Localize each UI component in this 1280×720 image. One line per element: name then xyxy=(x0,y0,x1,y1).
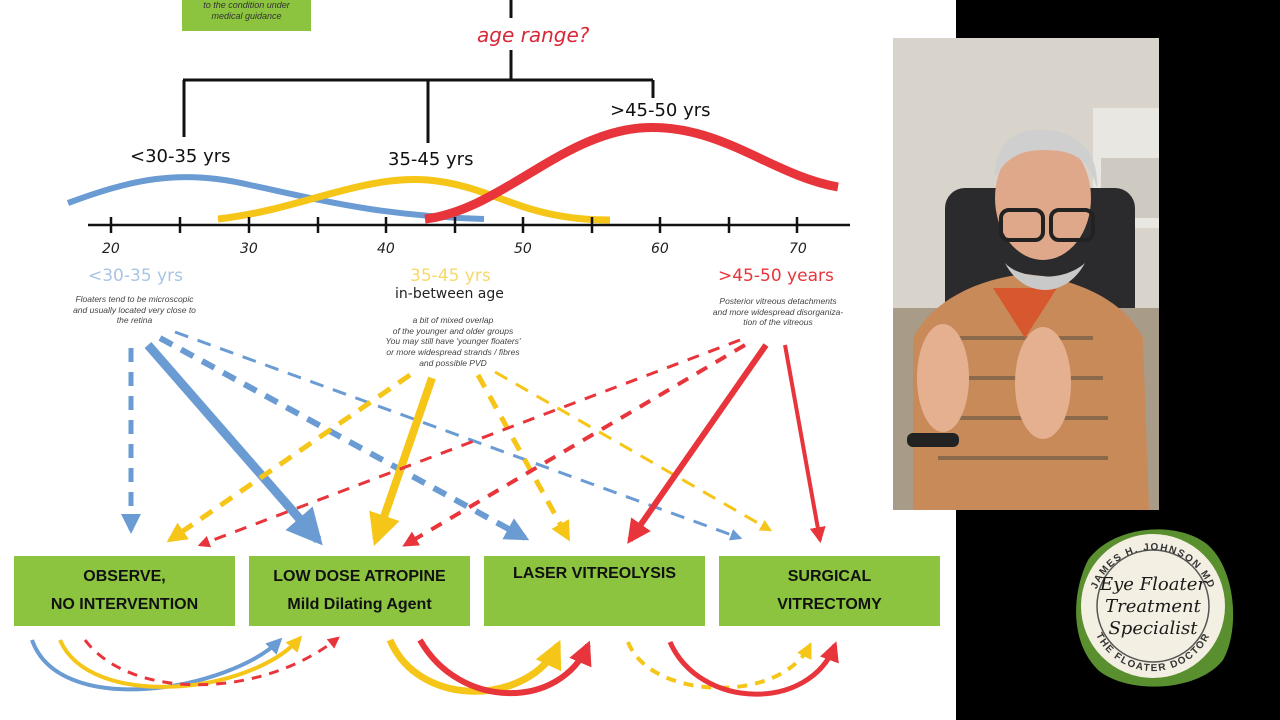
older-note-line-1: Posterior vitreous detachments xyxy=(719,296,837,306)
young-note-line-3: the retina xyxy=(116,315,153,326)
treatment-vitrectomy-line-1: SURGICAL xyxy=(787,568,872,585)
older-note-line-2: and more widespread disorganiza- xyxy=(712,306,844,317)
older-note-line-3: tion of the vitreous xyxy=(743,317,813,328)
middle-curve-label: 35-45 yrs xyxy=(388,149,474,170)
treatment-laser-box: LASER VITREOLYSIS xyxy=(484,556,705,626)
middle-age-curve xyxy=(217,176,611,224)
presenter-webcam xyxy=(893,38,1159,510)
treatment-observe-box: OBSERVE, NO INTERVENTION xyxy=(14,556,235,626)
presenter-video-icon xyxy=(893,38,1159,510)
older-age-curve xyxy=(424,123,839,224)
specialist-badge: JAMES H. JOHNSON MD THE FLOATER DOCTOR E… xyxy=(1068,520,1238,690)
diagram-graphics xyxy=(30,0,850,697)
red-arrows xyxy=(197,338,826,548)
middle-group-subheader: in-between age xyxy=(395,286,504,302)
treatment-vitrectomy-line-2: VITRECTOMY xyxy=(777,596,882,613)
top-note-line-1: to the condition under xyxy=(203,0,290,10)
treatment-atropine-line-1: LOW DOSE ATROPINE xyxy=(273,568,446,585)
middle-group-note: a bit of mixed overlap of the younger an… xyxy=(368,315,538,368)
older-group-header: >45-50 years xyxy=(718,266,834,286)
middle-note-line-4: or more widespread strands / fibres xyxy=(386,346,520,357)
middle-note-line-3: You may still have 'younger floaters' xyxy=(385,336,521,347)
axis-tick-40: 40 xyxy=(377,241,395,257)
middle-note-line-1: a bit of mixed overlap xyxy=(412,315,494,325)
treatment-atropine-box: LOW DOSE ATROPINE Mild Dilating Agent xyxy=(249,556,470,626)
badge-center-line-3: Specialist xyxy=(1108,618,1198,639)
blue-arrows xyxy=(121,330,743,546)
badge-seal-icon: JAMES H. JOHNSON MD THE FLOATER DOCTOR E… xyxy=(1076,529,1234,687)
age-range-question: age range? xyxy=(477,23,590,47)
age-tree-connector xyxy=(182,0,655,143)
middle-note-line-2: of the younger and older groups xyxy=(392,325,514,336)
floater-treatment-diagram: to the condition under medical guidance … xyxy=(0,0,956,720)
age-axis xyxy=(88,217,850,233)
treatment-atropine-line-2: Mild Dilating Agent xyxy=(287,596,432,613)
badge-center-line-2: Treatment xyxy=(1105,596,1202,617)
axis-tick-70: 70 xyxy=(789,241,807,257)
young-curve-label: <30-35 yrs xyxy=(130,146,231,167)
axis-tick-60: 60 xyxy=(651,241,669,257)
young-group-header: <30-35 yrs xyxy=(88,266,183,286)
treatment-observe-line-2: NO INTERVENTION xyxy=(50,596,199,613)
young-note-line-2: and usually located very close to xyxy=(73,304,196,315)
top-note: to the condition under medical guidance xyxy=(182,0,311,31)
treatment-observe-line-1: OBSERVE, xyxy=(83,568,166,585)
young-group-note: Floaters tend to be microscopic and usua… xyxy=(52,294,217,326)
axis-tick-20: 20 xyxy=(102,241,120,257)
middle-group-header: 35-45 yrs xyxy=(410,266,491,286)
transition-arrows xyxy=(30,635,839,697)
axis-tick-30: 30 xyxy=(240,241,258,257)
treatment-vitrectomy-box: SURGICAL VITRECTOMY xyxy=(719,556,940,626)
treatment-laser-line-1: LASER VITREOLYSIS xyxy=(513,565,676,582)
top-note-line-2: medical guidance xyxy=(211,11,282,21)
axis-tick-50: 50 xyxy=(514,241,532,257)
young-note-line-1: Floaters tend to be microscopic xyxy=(75,294,194,304)
older-group-note: Posterior vitreous detachments and more … xyxy=(698,296,858,328)
young-age-curve xyxy=(66,174,485,222)
middle-note-line-5: and possible PVD xyxy=(419,357,487,368)
older-curve-label: >45-50 yrs xyxy=(610,100,711,121)
yellow-arrows xyxy=(166,370,773,547)
badge-center-line-1: Eye Floater xyxy=(1099,574,1207,595)
